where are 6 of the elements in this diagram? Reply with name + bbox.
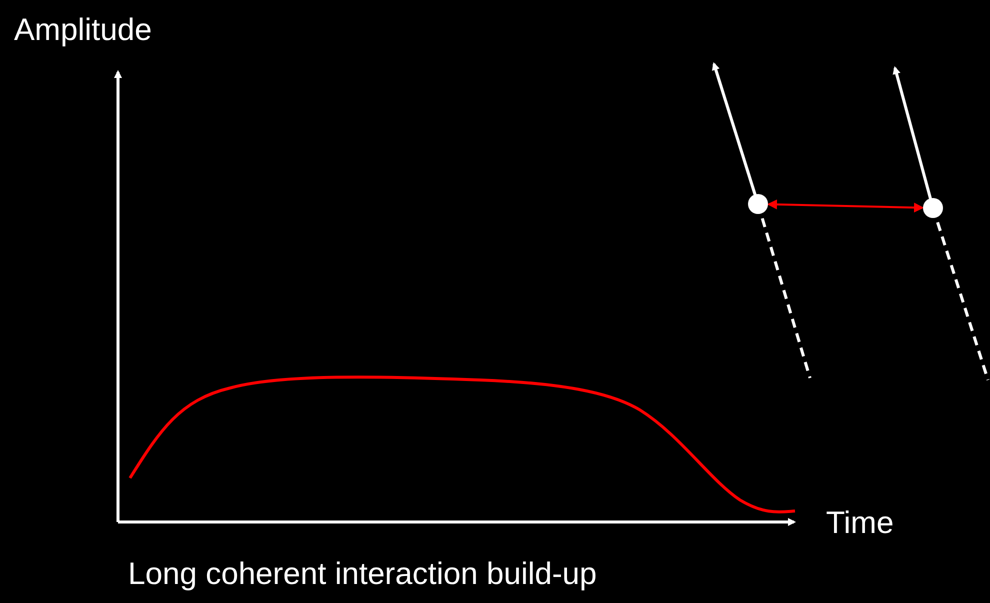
point-marker bbox=[748, 194, 768, 214]
axis-label: Time bbox=[826, 507, 894, 538]
caption: Long coherent interaction build-up bbox=[128, 558, 597, 589]
point-marker bbox=[923, 198, 943, 218]
axis-label: Amplitude bbox=[14, 14, 152, 45]
double-arrow bbox=[767, 199, 924, 213]
